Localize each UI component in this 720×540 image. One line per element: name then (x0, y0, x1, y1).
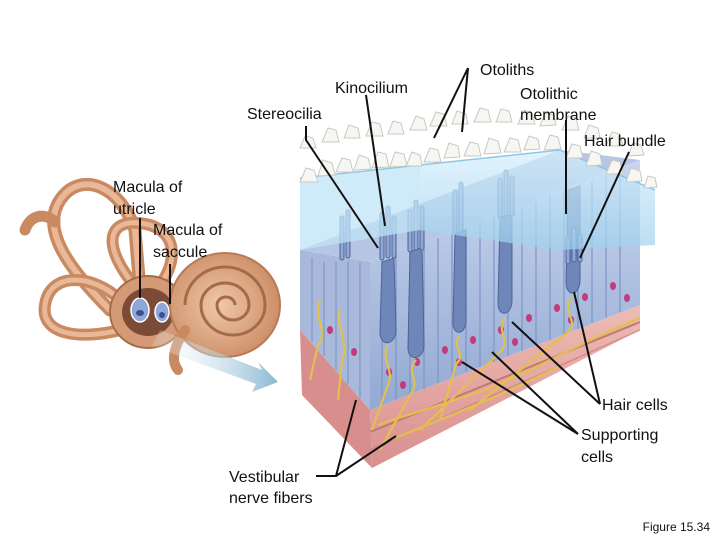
cochlea (169, 252, 281, 375)
figure-caption: Figure 15.34 (642, 520, 710, 534)
label-supporting-cells-1: Supporting (581, 427, 659, 444)
leader-hair-cells-1 (511, 321, 601, 405)
label-macula-utricle-1: Macula of (113, 179, 183, 196)
epithelium-side (300, 250, 370, 410)
label-vestibular-nerve-1: Vestibular (229, 469, 300, 486)
leader-lines (139, 67, 630, 477)
label-otoliths: Otoliths (480, 62, 535, 79)
leader-supporting-cells-2 (461, 361, 579, 435)
leader-supporting-cells-1 (491, 351, 579, 435)
label-stereocilia: Stereocilia (247, 106, 322, 123)
label-macula-utricle-2: utricle (113, 201, 156, 218)
leader-otoliths-1 (433, 67, 469, 139)
leader-hair-bundle (579, 151, 630, 259)
label-kinocilium: Kinocilium (335, 80, 408, 97)
label-otolithic-membrane-1: Otolithic (520, 86, 578, 103)
label-hair-cells: Hair cells (602, 397, 668, 414)
label-macula-saccule-2: saccule (153, 244, 208, 261)
leader-kinocilium (365, 94, 386, 227)
basement-tissue (300, 330, 372, 468)
label-supporting-cells-2: cells (581, 449, 614, 466)
nerve-fibers (308, 297, 641, 451)
label-otolithic-membrane-2: membrane (520, 107, 597, 124)
leader-otoliths-2 (461, 67, 469, 133)
magnification-arrow (152, 330, 278, 392)
label-hair-bundle: Hair bundle (584, 133, 666, 150)
label-macula-saccule-1: Macula of (153, 222, 223, 239)
leader-hair-cells-2 (573, 291, 601, 405)
otolithic-membrane (300, 165, 420, 250)
leader-stereocilia (305, 126, 379, 249)
leader-vestibular-2 (335, 435, 397, 477)
label-vestibular-nerve-2: nerve fibers (229, 490, 313, 507)
inner-ear-illustration (19, 177, 281, 392)
